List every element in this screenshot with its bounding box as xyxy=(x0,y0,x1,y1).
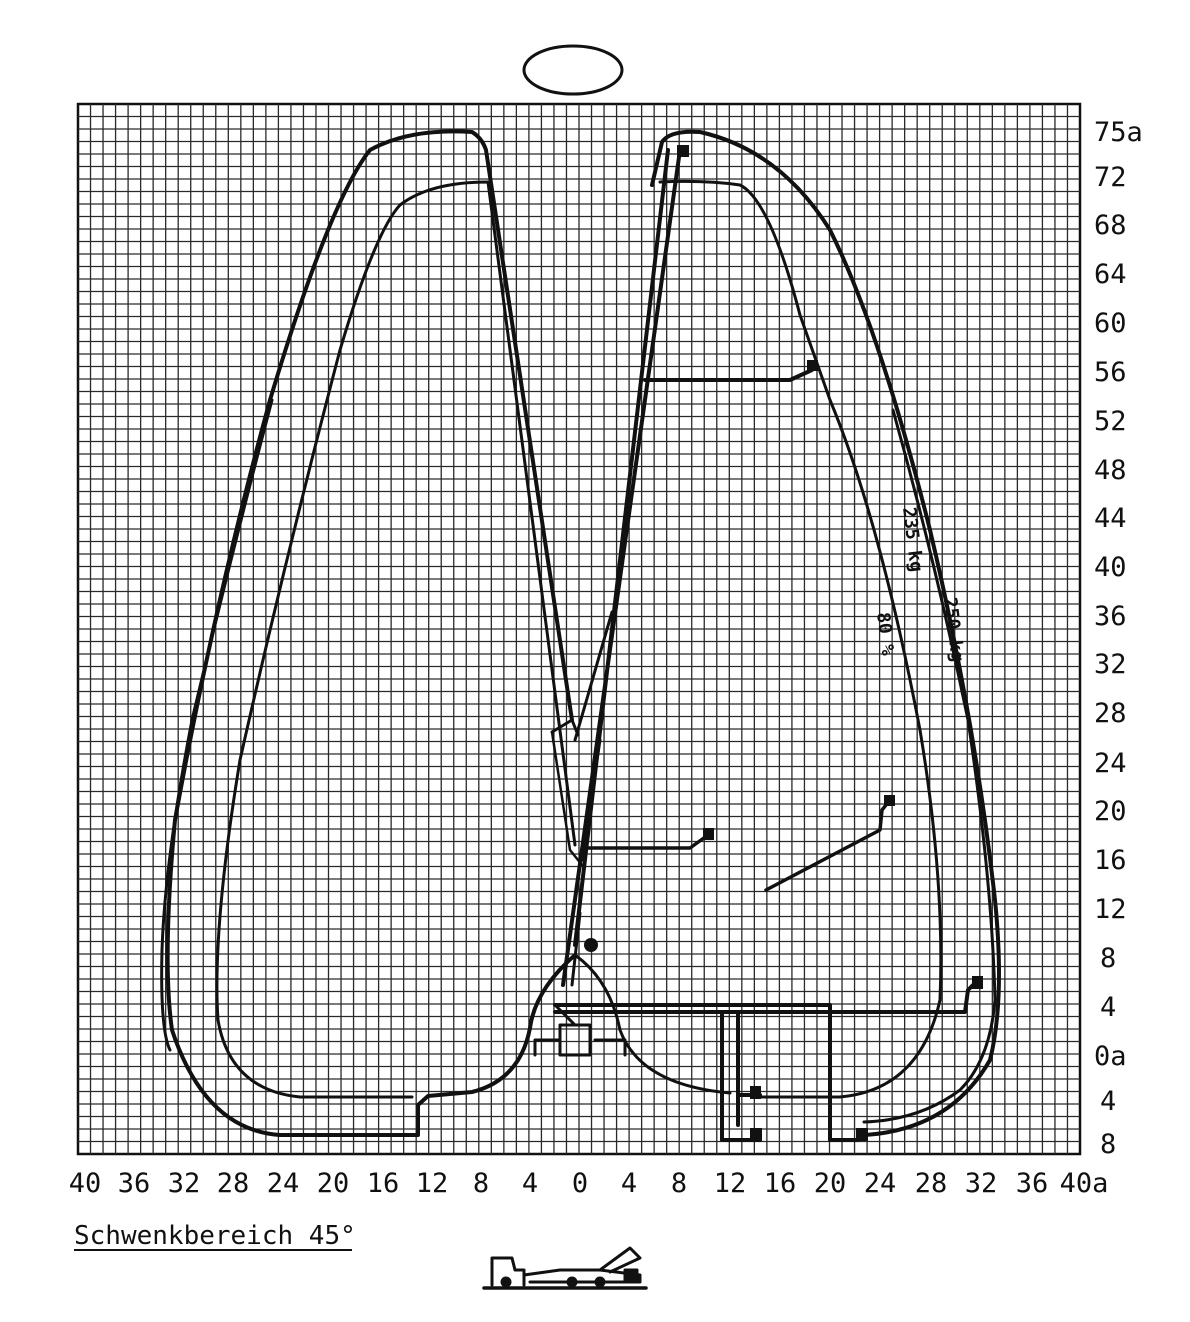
x-label: 36 xyxy=(1016,1168,1049,1199)
x-label: 12 xyxy=(714,1168,747,1199)
right-envelope xyxy=(573,129,1001,1137)
pivot-point xyxy=(584,938,598,952)
x-label: 4 xyxy=(621,1168,637,1199)
x-label: 28 xyxy=(217,1168,250,1199)
right-mid-envelope xyxy=(658,179,943,1099)
y-label: 4 xyxy=(1100,1086,1116,1117)
left-inner-envelope xyxy=(215,180,580,1099)
x-label: 16 xyxy=(367,1168,400,1199)
vehicle-icon xyxy=(482,1246,648,1290)
x-label: 40a xyxy=(1060,1168,1109,1199)
boom-arm-1 xyxy=(586,833,710,850)
grid-lines xyxy=(78,104,1080,1154)
right-outer-envelope-2 xyxy=(862,408,997,1124)
right-base-loop xyxy=(573,953,732,1095)
y-label: 8 xyxy=(1100,943,1116,974)
y-label: 40 xyxy=(1094,552,1127,583)
y-label: 20 xyxy=(1094,796,1127,827)
y-label: 0a xyxy=(1094,1041,1127,1072)
x-label: 32 xyxy=(168,1168,201,1199)
x-label: 40 xyxy=(69,1168,102,1199)
basket-ellipse xyxy=(522,44,624,96)
boom-segment-2 xyxy=(573,610,614,862)
x-label: 8 xyxy=(473,1168,489,1199)
y-label: 24 xyxy=(1094,748,1127,779)
boom-lines xyxy=(533,145,983,1142)
x-label: 20 xyxy=(317,1168,350,1199)
left-outer-envelope-2 xyxy=(160,398,274,1052)
load-annotation-80: 80 % xyxy=(872,611,898,657)
y-label: 16 xyxy=(1094,845,1127,876)
base-structure xyxy=(553,978,980,1142)
y-label: 64 xyxy=(1094,259,1127,290)
y-label: 60 xyxy=(1094,308,1127,339)
x-label: 20 xyxy=(814,1168,847,1199)
y-label: 52 xyxy=(1094,406,1127,437)
x-label: 36 xyxy=(118,1168,151,1199)
boom-tip-marker xyxy=(677,145,689,157)
x-axis-labels: 40 36 32 28 24 20 16 12 8 4 0 4 8 12 16 … xyxy=(69,1168,1109,1199)
base-marker-3 xyxy=(750,1128,762,1141)
base-marker-4 xyxy=(856,1128,868,1141)
x-label: 32 xyxy=(965,1168,998,1199)
x-label: 0 xyxy=(572,1168,588,1199)
arm-1-marker xyxy=(703,828,714,840)
y-label: 56 xyxy=(1094,357,1127,388)
y-label: 44 xyxy=(1094,503,1127,534)
y-label: 28 xyxy=(1094,698,1127,729)
x-label: 24 xyxy=(864,1168,897,1199)
diagram-caption: Schwenkbereich 45° xyxy=(74,1221,356,1251)
boom-arm-2 xyxy=(764,798,892,892)
boom-segment xyxy=(643,360,817,382)
y-label: 32 xyxy=(1094,649,1127,680)
y-label: 72 xyxy=(1094,162,1127,193)
left-envelope xyxy=(160,129,584,1137)
x-label: 8 xyxy=(671,1168,687,1199)
y-label: 8 xyxy=(1100,1129,1116,1160)
base-marker-1 xyxy=(972,976,983,989)
load-annotation-250: 250 kg xyxy=(939,596,968,663)
y-label: 4 xyxy=(1100,992,1116,1023)
left-boom-line xyxy=(550,730,584,867)
x-label: 16 xyxy=(764,1168,797,1199)
y-label: 48 xyxy=(1094,455,1127,486)
y-label: 68 xyxy=(1094,210,1127,241)
boom-joint-marker xyxy=(807,360,818,371)
left-outer-envelope xyxy=(165,129,577,1137)
y-label: 12 xyxy=(1094,894,1127,925)
y-label: 36 xyxy=(1094,601,1127,632)
x-label: 12 xyxy=(416,1168,449,1199)
x-label: 4 xyxy=(522,1168,538,1199)
turret xyxy=(533,911,627,1057)
y-axis-labels: 75a 72 68 64 60 56 52 48 44 40 36 32 28 … xyxy=(1094,117,1143,1160)
arm-2-marker xyxy=(884,795,895,806)
base-marker-2 xyxy=(750,1086,761,1099)
right-outer-envelope xyxy=(650,129,1001,1137)
x-label: 24 xyxy=(267,1168,300,1199)
y-label: 75a xyxy=(1094,117,1143,148)
x-label: 28 xyxy=(915,1168,948,1199)
